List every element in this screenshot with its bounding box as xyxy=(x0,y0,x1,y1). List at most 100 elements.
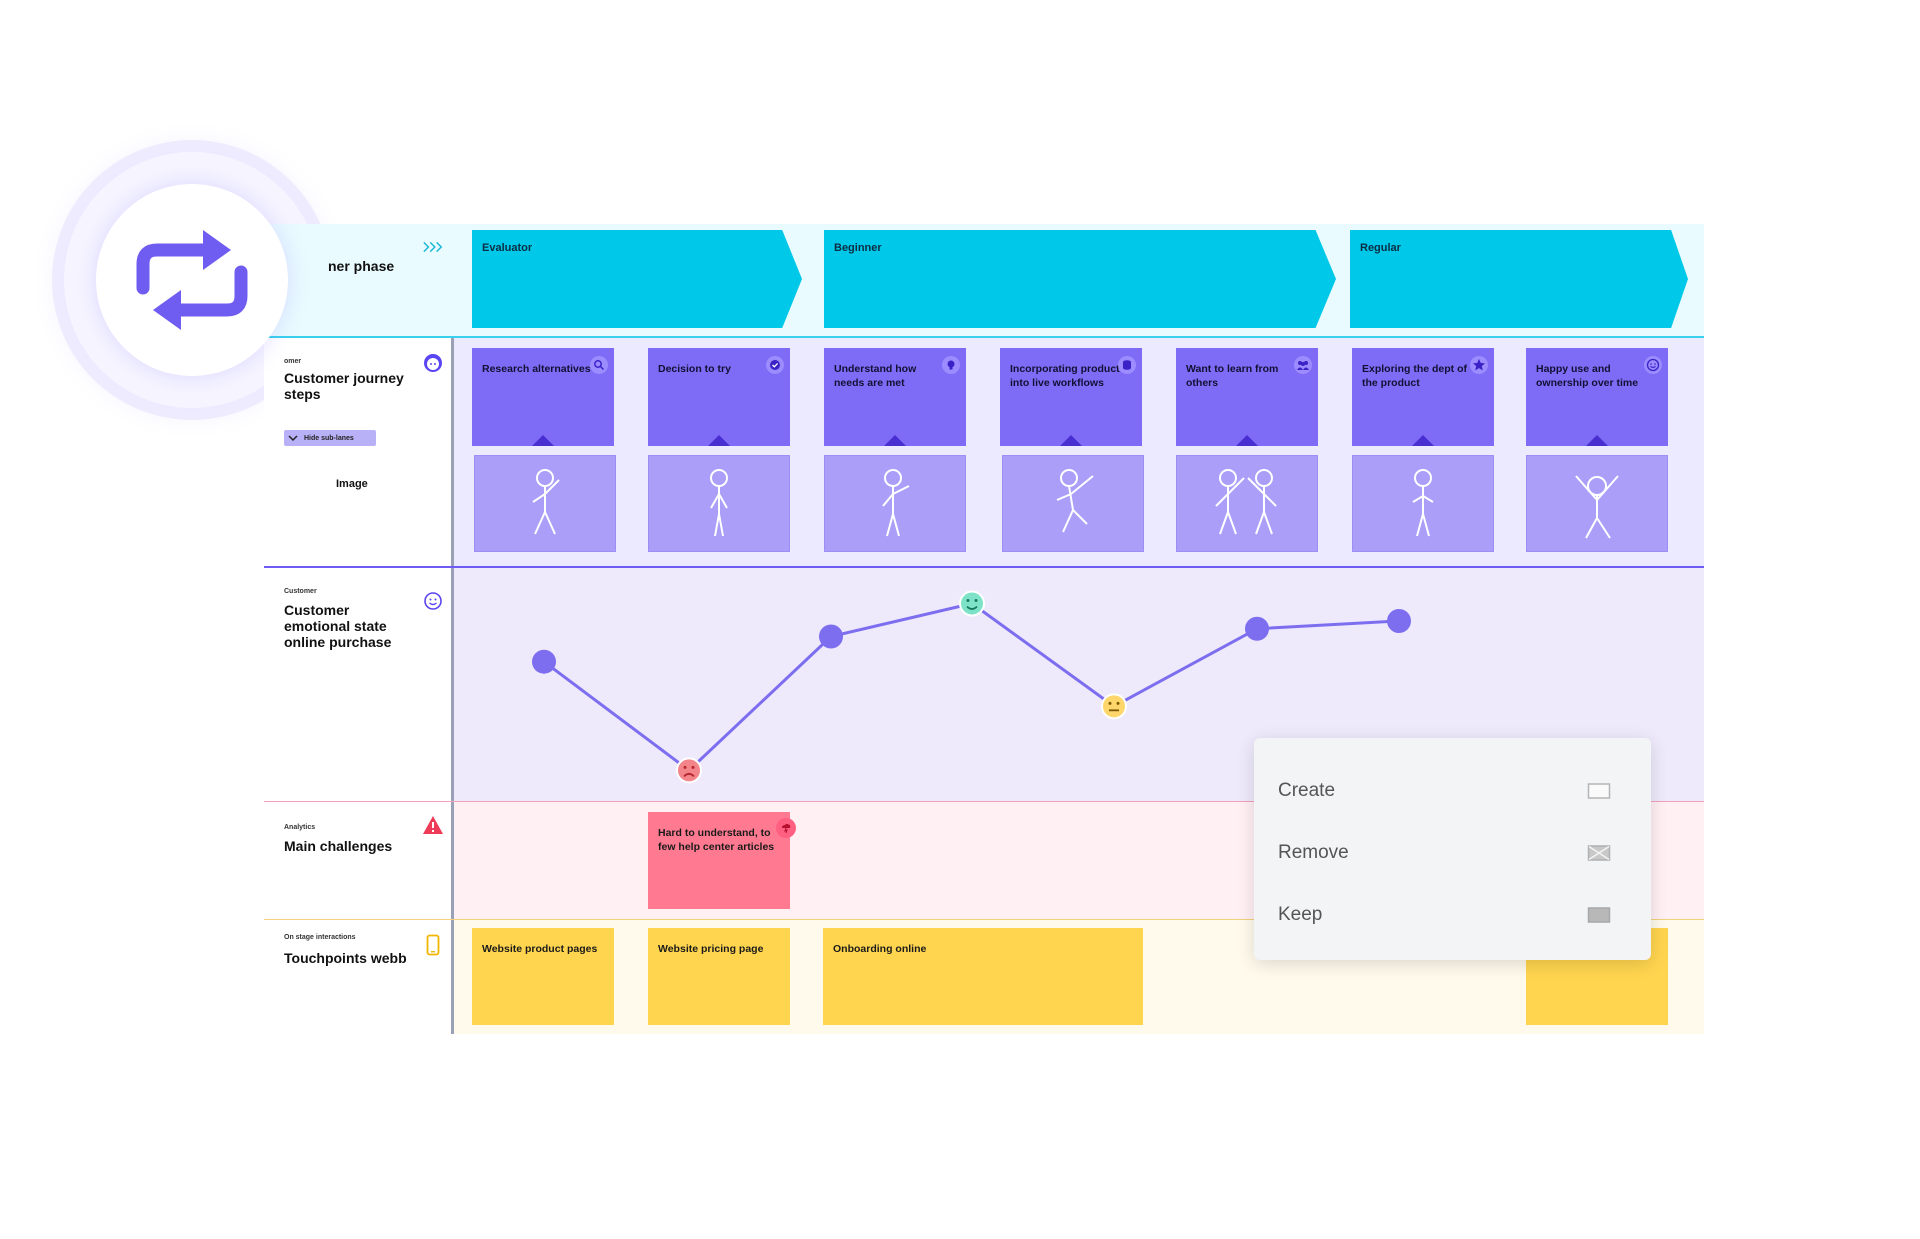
emotion-curve xyxy=(532,590,1411,784)
step-card-research[interactable]: Research alternatives xyxy=(472,348,614,446)
step-pointer xyxy=(1586,435,1608,446)
lane-column-divider xyxy=(451,920,454,1034)
sad-face-icon[interactable] xyxy=(676,757,702,784)
lane-header-emotion: Customer Customer emotional state online… xyxy=(264,568,452,802)
lane-title-challenges: Main challenges xyxy=(284,838,393,854)
lane-column-divider xyxy=(451,802,454,920)
step-label: Incorporating product into live workflow… xyxy=(1010,363,1120,389)
step-image[interactable] xyxy=(648,455,790,552)
menu-item-keep[interactable]: Keep xyxy=(1254,890,1651,940)
lane-divider xyxy=(264,919,1704,920)
step-card-incorporating[interactable]: Incorporating product into live workflow… xyxy=(1000,348,1142,446)
challenge-sticky[interactable]: Hard to understand, to few help center a… xyxy=(648,812,796,909)
step-card-exploring[interactable]: Exploring the dept of the product xyxy=(1352,348,1494,446)
neutral-face-icon[interactable] xyxy=(1101,693,1127,720)
step-pointer xyxy=(532,435,554,446)
lane-divider xyxy=(264,801,1704,802)
menu-item-label: Keep xyxy=(1278,904,1323,925)
phase-beginner[interactable]: Beginner xyxy=(824,230,1336,328)
step-image[interactable] xyxy=(1526,455,1668,552)
lane-header-phase: ner phase xyxy=(264,224,452,338)
touchpoint-label: Onboarding online xyxy=(833,943,927,955)
chevrons-icon xyxy=(422,236,444,258)
lane-body-touchpoints: Website product pages Website pricing pa… xyxy=(454,920,1704,1034)
lane-eyebrow-emotion: Customer xyxy=(284,588,317,595)
chevron-down-icon xyxy=(288,435,298,442)
step-label: Exploring the dept of the product xyxy=(1362,363,1467,389)
step-pointer xyxy=(1060,435,1082,446)
filled-box-icon xyxy=(1587,906,1611,924)
phase-evaluator[interactable]: Evaluator xyxy=(472,230,802,328)
warning-icon xyxy=(422,814,444,836)
touchpoint-label: Website product pages xyxy=(482,943,598,955)
repeat-icon xyxy=(136,230,248,330)
step-image[interactable] xyxy=(824,455,966,552)
step-pointer xyxy=(884,435,906,446)
stick-figure-icon xyxy=(1412,468,1434,536)
step-card-decision[interactable]: Decision to try xyxy=(648,348,790,446)
lane-divider xyxy=(264,336,1704,338)
crossed-box-icon xyxy=(1587,844,1611,862)
lane-column-divider xyxy=(451,338,454,568)
happy-face-icon[interactable] xyxy=(959,590,985,617)
step-image[interactable] xyxy=(1352,455,1494,552)
phase-label: Regular xyxy=(1360,242,1401,254)
phase-label: Evaluator xyxy=(482,242,533,254)
lightbulb-icon xyxy=(942,356,960,374)
phase-regular[interactable]: Regular xyxy=(1350,230,1688,328)
step-label: Understand how needs are met xyxy=(834,363,917,389)
smiley-icon xyxy=(1644,356,1662,374)
step-pointer xyxy=(1412,435,1434,446)
emotion-point[interactable] xyxy=(532,649,556,674)
lane-body-steps: Research alternatives Decision to try Un… xyxy=(454,338,1704,568)
refresh-badge[interactable] xyxy=(96,184,288,376)
step-card-understand[interactable]: Understand how needs are met xyxy=(824,348,966,446)
hide-sub-lanes-label: Hide sub-lanes xyxy=(304,434,354,442)
lane-eyebrow-steps: omer xyxy=(284,358,302,365)
hide-sub-lanes-button[interactable]: Hide sub-lanes xyxy=(284,430,376,446)
stick-figure-icon xyxy=(532,468,560,534)
lane-divider xyxy=(264,566,1704,568)
step-card-happy-use[interactable]: Happy use and ownership over time xyxy=(1526,348,1668,446)
star-icon xyxy=(1470,356,1488,374)
touchpoint-sticky[interactable]: Onboarding online xyxy=(823,928,1143,1025)
emotion-markers xyxy=(532,590,1411,784)
lane-title-steps: Customer journey steps xyxy=(284,370,404,402)
smiley-icon xyxy=(422,590,444,612)
step-label: Research alternatives xyxy=(482,363,591,375)
step-label: Happy use and ownership over time xyxy=(1536,363,1639,389)
emotion-point[interactable] xyxy=(1387,608,1411,633)
step-image[interactable] xyxy=(1002,455,1144,552)
check-icon xyxy=(766,356,784,374)
lane-title-touchpoints: Touchpoints webb xyxy=(284,950,407,966)
menu-item-create[interactable]: Create xyxy=(1254,766,1651,816)
challenge-label: Hard to understand, to few help center a… xyxy=(658,827,775,853)
lane-header-steps: omer Customer journey steps Hide sub-lan… xyxy=(264,338,452,568)
step-card-learn[interactable]: Want to learn from others xyxy=(1176,348,1318,446)
lane-eyebrow-challenges: Analytics xyxy=(284,824,316,831)
lane-title-phase: ner phase xyxy=(328,258,395,274)
step-label: Want to learn from others xyxy=(1186,363,1279,389)
touchpoint-sticky[interactable]: Website pricing page xyxy=(648,928,790,1025)
menu-item-remove[interactable]: Remove xyxy=(1254,828,1651,878)
context-menu: Create Remove Keep xyxy=(1254,738,1651,960)
emotion-point[interactable] xyxy=(1245,616,1269,641)
stick-figure-icon xyxy=(882,468,910,536)
search-icon xyxy=(590,356,608,374)
lane-column-divider xyxy=(451,568,454,802)
lane-body-phase: Evaluator Beginner Regular xyxy=(454,224,1704,338)
thunder-cloud-icon xyxy=(776,818,796,838)
phase-label: Beginner xyxy=(834,242,882,254)
people-icon xyxy=(1294,356,1312,374)
emotion-point[interactable] xyxy=(819,624,843,649)
step-pointer xyxy=(1236,435,1258,446)
lane-header-challenges: Analytics Main challenges xyxy=(264,802,452,920)
lane-header-touchpoints: On stage interactions Touchpoints webb xyxy=(264,920,452,1034)
sub-lane-image-label: Image xyxy=(336,478,368,490)
touchpoint-sticky[interactable]: Website product pages xyxy=(472,928,614,1025)
lane-title-emotion: Customer emotional state online purchase xyxy=(284,602,392,650)
database-icon xyxy=(1118,356,1136,374)
lane-body-emotion xyxy=(454,568,1704,802)
step-image[interactable] xyxy=(1176,455,1318,552)
step-image[interactable] xyxy=(474,455,616,552)
